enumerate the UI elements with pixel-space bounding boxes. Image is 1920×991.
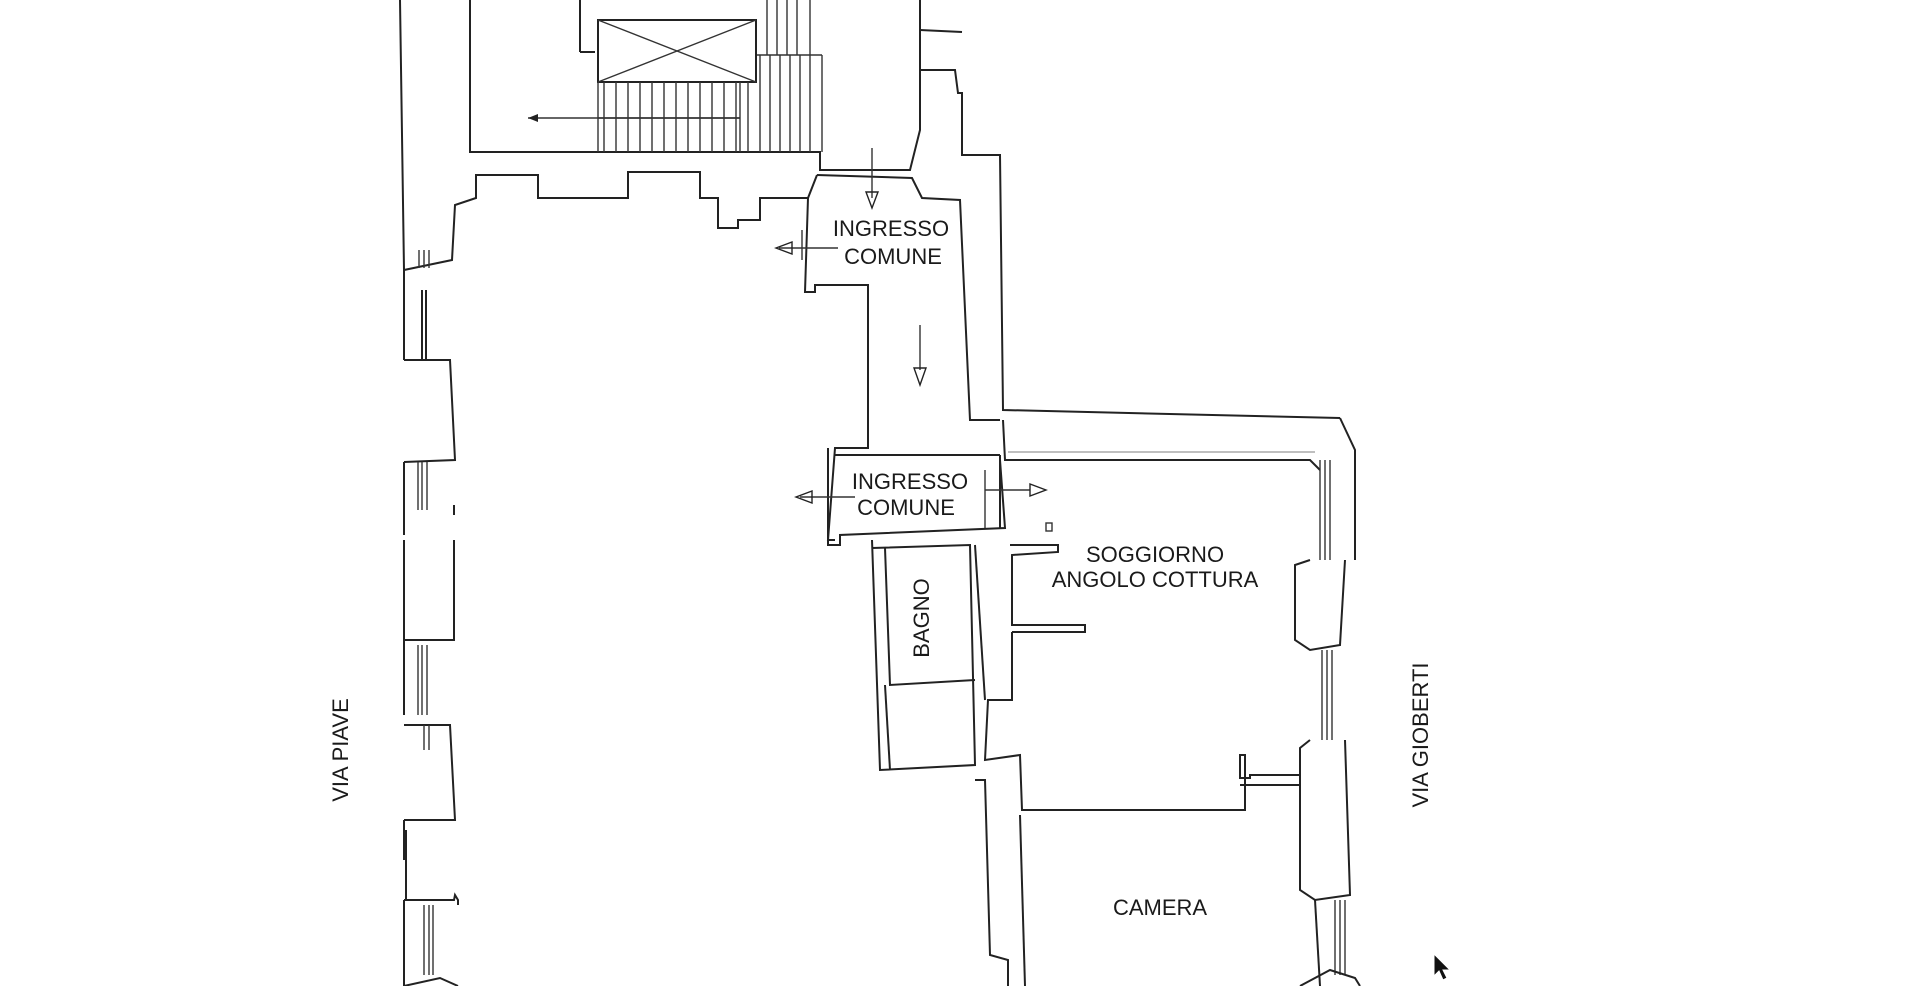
ingresso-comune-upper	[774, 148, 1000, 541]
ingresso-upper-label-line2: COMUNE	[844, 244, 942, 269]
street-label-via-piave: VIA PIAVE	[328, 698, 353, 802]
soggiorno-room	[983, 417, 1356, 902]
street-label-via-gioberti: VIA GIOBERTI	[1408, 662, 1433, 807]
mouse-pointer-icon	[1433, 952, 1452, 981]
ingresso-lower-label-line1: INGRESSO	[852, 469, 968, 494]
soggiorno-label-line2: ANGOLO COTTURA	[1052, 567, 1259, 592]
bagno-room	[871, 539, 986, 772]
ingresso-lower-label-line2: COMUNE	[857, 495, 955, 520]
camera-room	[975, 779, 1361, 987]
ingresso-lower-label: INGRESSO COMUNE	[852, 469, 968, 520]
soggiorno-label-line1: SOGGIORNO	[1086, 542, 1224, 567]
ingresso-comune-lower	[794, 448, 1048, 546]
ingresso-upper-label: INGRESSO COMUNE	[833, 216, 949, 269]
left-facade-wall	[399, 0, 808, 987]
ingresso-upper-label-line1: INGRESSO	[833, 216, 949, 241]
staircase	[469, 0, 1341, 419]
soggiorno-label: SOGGIORNO ANGOLO COTTURA	[1052, 542, 1259, 592]
bagno-label: BAGNO	[909, 578, 934, 657]
camera-label: CAMERA	[1113, 895, 1207, 920]
